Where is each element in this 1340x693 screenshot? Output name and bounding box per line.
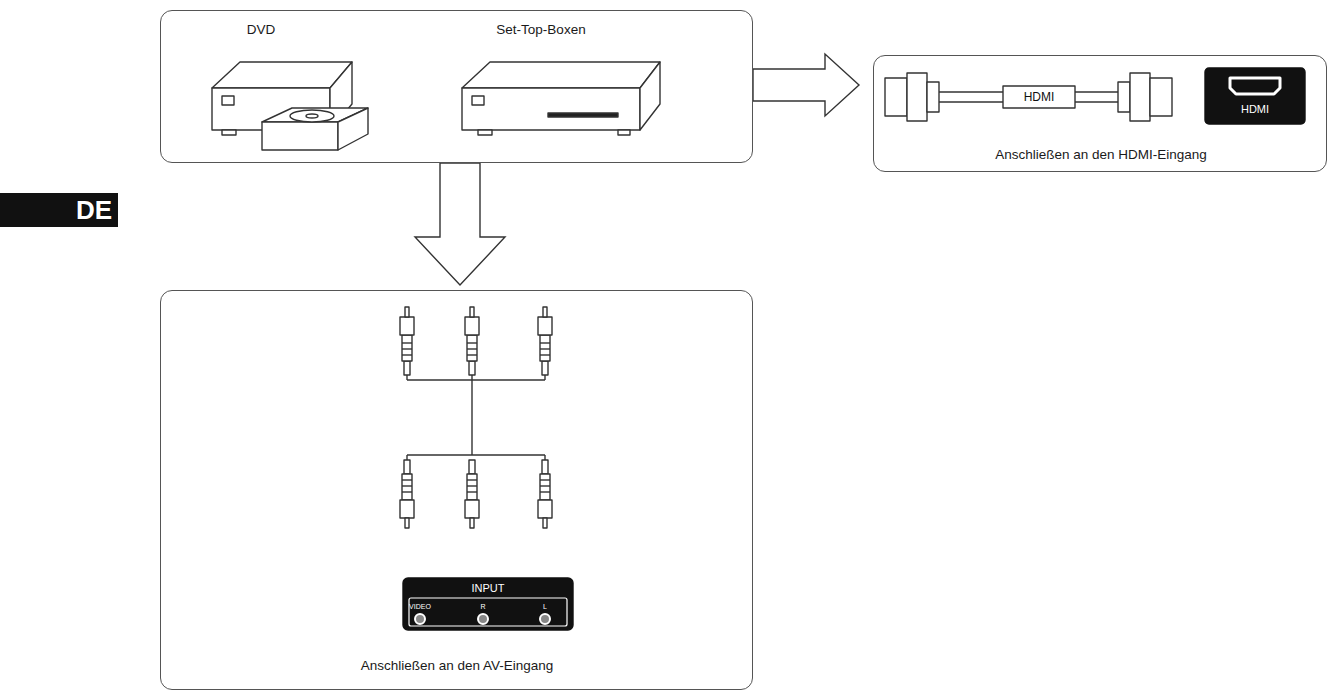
plug-ring bbox=[402, 348, 412, 349]
plug-part bbox=[540, 474, 550, 500]
rca-cable bbox=[407, 375, 545, 460]
av-input-panel bbox=[403, 578, 573, 630]
plug-part bbox=[404, 460, 410, 474]
rca-plugs bbox=[400, 307, 552, 528]
rca-plug bbox=[400, 307, 414, 375]
language-badge: DE bbox=[0, 193, 118, 227]
plug-part bbox=[402, 474, 412, 500]
plug-part bbox=[538, 500, 552, 518]
rca-plug bbox=[465, 460, 479, 528]
panel-label: INPUT bbox=[472, 583, 505, 594]
plug-ring bbox=[402, 479, 412, 480]
plug-part bbox=[470, 518, 474, 528]
plug-part bbox=[540, 335, 550, 361]
jack-label: VIDEO bbox=[409, 603, 431, 610]
plug-ring bbox=[467, 342, 477, 343]
plug-ring bbox=[467, 491, 477, 492]
cable-label: HDMI bbox=[1024, 91, 1055, 103]
plug-part bbox=[404, 361, 410, 375]
plug-ring bbox=[402, 491, 412, 492]
plug-part bbox=[542, 460, 548, 474]
plug-part bbox=[543, 518, 547, 528]
panel-box: DVD Set-Top-Boxen bbox=[160, 10, 753, 163]
rca-plug bbox=[538, 460, 552, 528]
plug-ring bbox=[540, 491, 550, 492]
port-label: HDMI bbox=[1241, 104, 1269, 115]
plug-part bbox=[402, 335, 412, 361]
rca-plug bbox=[538, 307, 552, 375]
plug-ring bbox=[402, 354, 412, 355]
plug-part bbox=[467, 335, 477, 361]
box-caption: DVD bbox=[247, 23, 276, 38]
hdmi-port-icon bbox=[1205, 68, 1305, 124]
plug-part bbox=[467, 474, 477, 500]
plug-ring bbox=[402, 485, 412, 486]
plug-ring bbox=[402, 342, 412, 343]
plug-part bbox=[405, 518, 409, 528]
block-arrow bbox=[415, 163, 505, 285]
plug-part bbox=[543, 307, 547, 317]
plug-part bbox=[400, 317, 414, 335]
dvd-player-icon bbox=[212, 62, 368, 150]
box-caption: Set-Top-Boxen bbox=[496, 23, 585, 38]
plug-part bbox=[469, 361, 475, 375]
jack-label: R bbox=[480, 603, 485, 610]
rca-plug bbox=[400, 460, 414, 528]
block-arrow bbox=[753, 54, 859, 116]
plug-part bbox=[538, 317, 552, 335]
panel-box: Anschließen an den AV-Eingang bbox=[160, 290, 753, 690]
plug-ring bbox=[540, 348, 550, 349]
plug-part bbox=[470, 307, 474, 317]
plug-ring bbox=[467, 354, 477, 355]
plug-part bbox=[542, 361, 548, 375]
plug-part bbox=[465, 317, 479, 335]
box-caption: Anschließen an den HDMI-Eingang bbox=[995, 148, 1207, 163]
plug-ring bbox=[467, 485, 477, 486]
plug-ring bbox=[540, 342, 550, 343]
plug-part bbox=[400, 500, 414, 518]
plug-ring bbox=[467, 348, 477, 349]
plug-part bbox=[469, 460, 475, 474]
hdmi-cable bbox=[885, 73, 1172, 121]
set-top-box-icon bbox=[462, 62, 660, 135]
plug-part bbox=[465, 500, 479, 518]
rca-plug bbox=[465, 307, 479, 375]
box-caption: Anschließen an den AV-Eingang bbox=[361, 659, 554, 674]
jack-label: L bbox=[543, 603, 547, 610]
plug-ring bbox=[540, 479, 550, 480]
plug-ring bbox=[540, 354, 550, 355]
plug-ring bbox=[540, 485, 550, 486]
plug-part bbox=[405, 307, 409, 317]
plug-ring bbox=[467, 479, 477, 480]
